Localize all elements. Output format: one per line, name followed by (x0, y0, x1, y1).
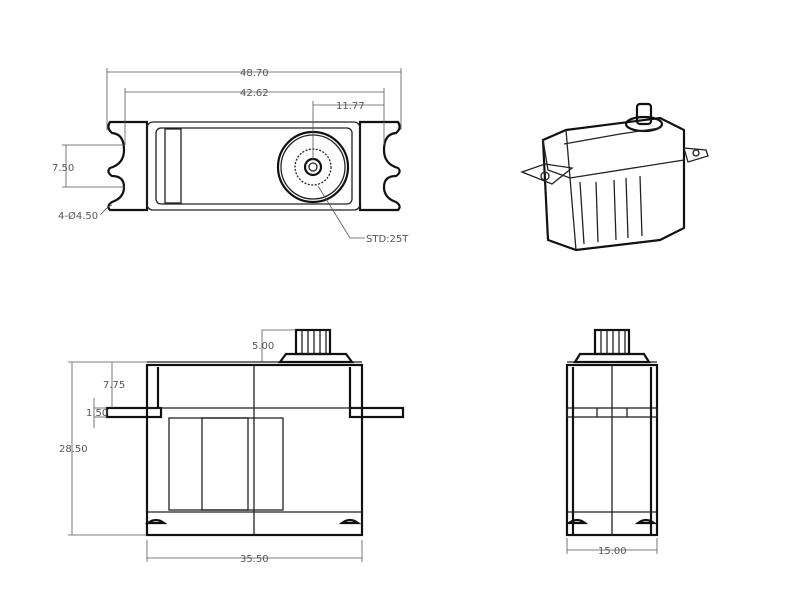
dim-ear-to-top: 7.75 (103, 380, 125, 391)
dim-overall-length: 48.70 (240, 68, 269, 79)
dim-shaft-height: 5.00 (252, 341, 274, 352)
dim-spline: STD:25T (366, 234, 409, 245)
isometric-view (520, 102, 709, 252)
front-view (105, 328, 405, 537)
dim-mount-hole-spacing: 42.62 (240, 88, 269, 99)
side-view-dimensions: 15.00 (566, 538, 658, 557)
dim-shaft-offset: 11.77 (336, 101, 365, 112)
dim-hole-vertical-spacing: 7.50 (52, 163, 74, 174)
dim-body-width: 15.00 (598, 546, 627, 557)
top-view-dimensions: 48.70 42.62 11.77 7.50 4-Ø4.50 STD:25T (52, 68, 409, 245)
side-view (565, 328, 659, 537)
front-view-dimensions: 28.50 7.75 1.50 5.00 35.50 (59, 329, 363, 565)
dim-mount-holes: 4-Ø4.50 (58, 210, 98, 222)
dim-body-height: 28.50 (59, 444, 88, 455)
top-view (107, 120, 401, 212)
dim-ear-thickness: 1.50 (86, 408, 108, 419)
dim-body-length: 35.50 (240, 554, 269, 565)
